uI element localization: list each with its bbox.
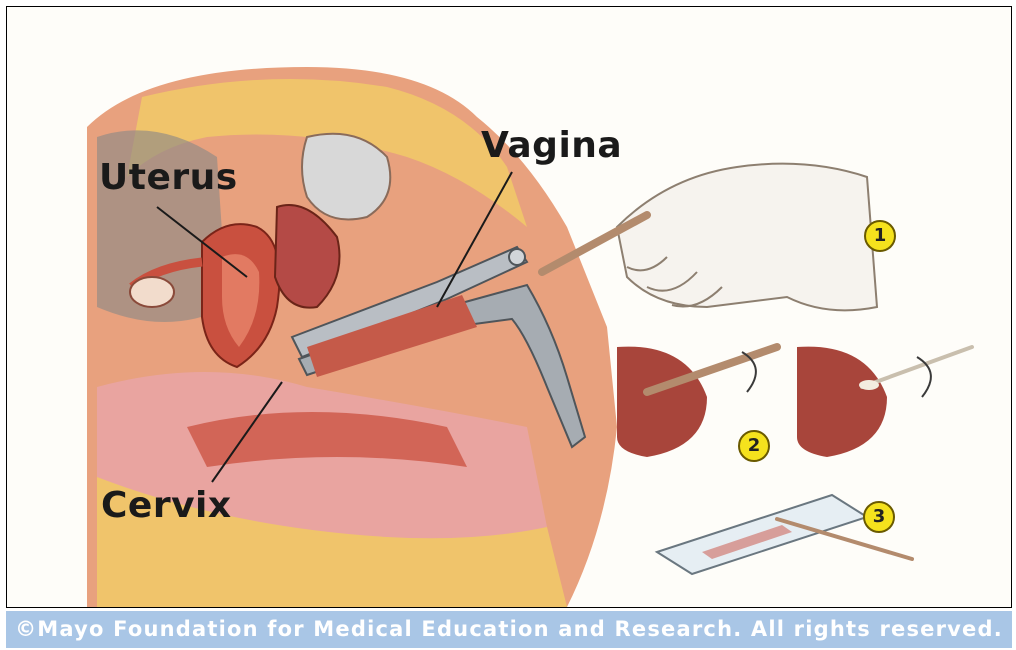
step-2-badge: 2	[738, 430, 770, 462]
cervix-label: Cervix	[101, 485, 232, 526]
copyright-text: ©Mayo Foundation for Medical Education a…	[6, 617, 1012, 641]
vagina-label: Vagina	[481, 125, 622, 166]
illustration-frame: Uterus Vagina Cervix 1 2 3	[6, 6, 1012, 608]
cervix-sampling-view-right	[797, 347, 972, 457]
brush-icon	[862, 347, 972, 387]
uterus-label: Uterus	[99, 157, 238, 198]
copyright-footer: ©Mayo Foundation for Medical Education a…	[6, 611, 1012, 648]
step-3-badge: 3	[863, 501, 895, 533]
step-1-badge: 1	[864, 220, 896, 252]
gloved-hand-icon	[617, 164, 877, 311]
